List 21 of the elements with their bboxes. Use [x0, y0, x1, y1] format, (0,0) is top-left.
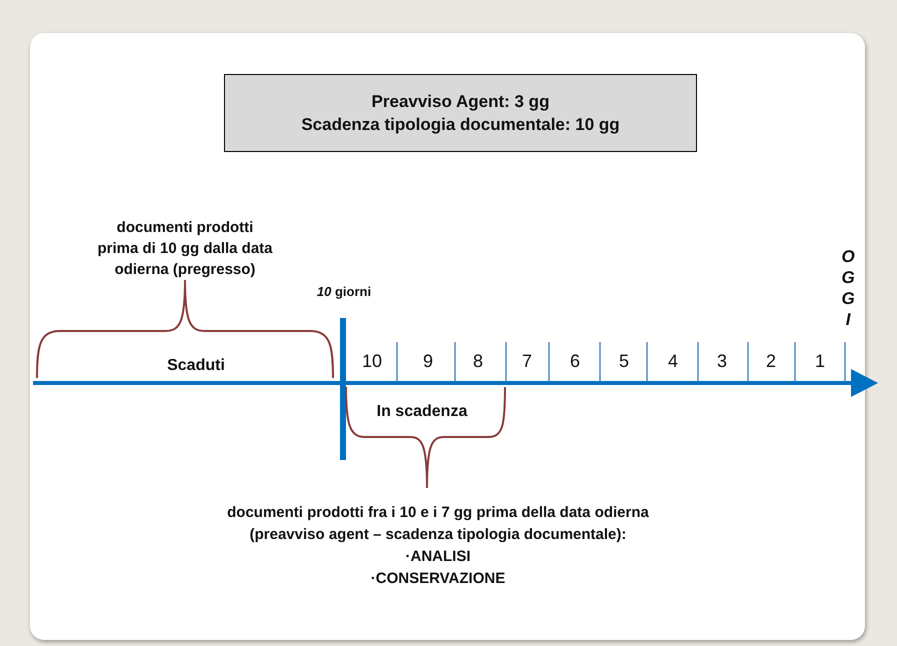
day-number: 2 [764, 350, 777, 372]
bracket-caption: documenti prodotti prima di 10 gg dalla data odierna (pregresso) [96, 218, 274, 280]
info-text: Preavviso Agent: 3 gg [372, 91, 550, 113]
day-count-label: 10 giorni [316, 283, 372, 301]
list-item: ·CONSERVAZIONE [370, 569, 506, 589]
period-label: Scaduti [166, 356, 226, 376]
today-label: OGGI [842, 246, 855, 330]
day-number: 4 [666, 350, 679, 372]
info-text: Scadenza tipologia documentale: 10 gg [301, 114, 620, 136]
day-number: 3 [716, 350, 728, 372]
day-number: 10 [360, 350, 384, 372]
day-number: 8 [472, 350, 484, 372]
list-item: ·ANALISI [404, 547, 472, 567]
period-label: In scadenza [376, 402, 468, 422]
day-number: 5 [618, 350, 630, 372]
info-box [224, 74, 697, 152]
day-number: 6 [568, 350, 581, 372]
bracket-caption: documenti prodotti fra i 10 e i 7 gg prima della data odierna (preavviso agent – scadenza tipologia documentale): [226, 503, 650, 545]
day-number: 9 [422, 350, 434, 372]
day-number: 7 [520, 350, 533, 372]
day-number: 1 [814, 350, 826, 372]
